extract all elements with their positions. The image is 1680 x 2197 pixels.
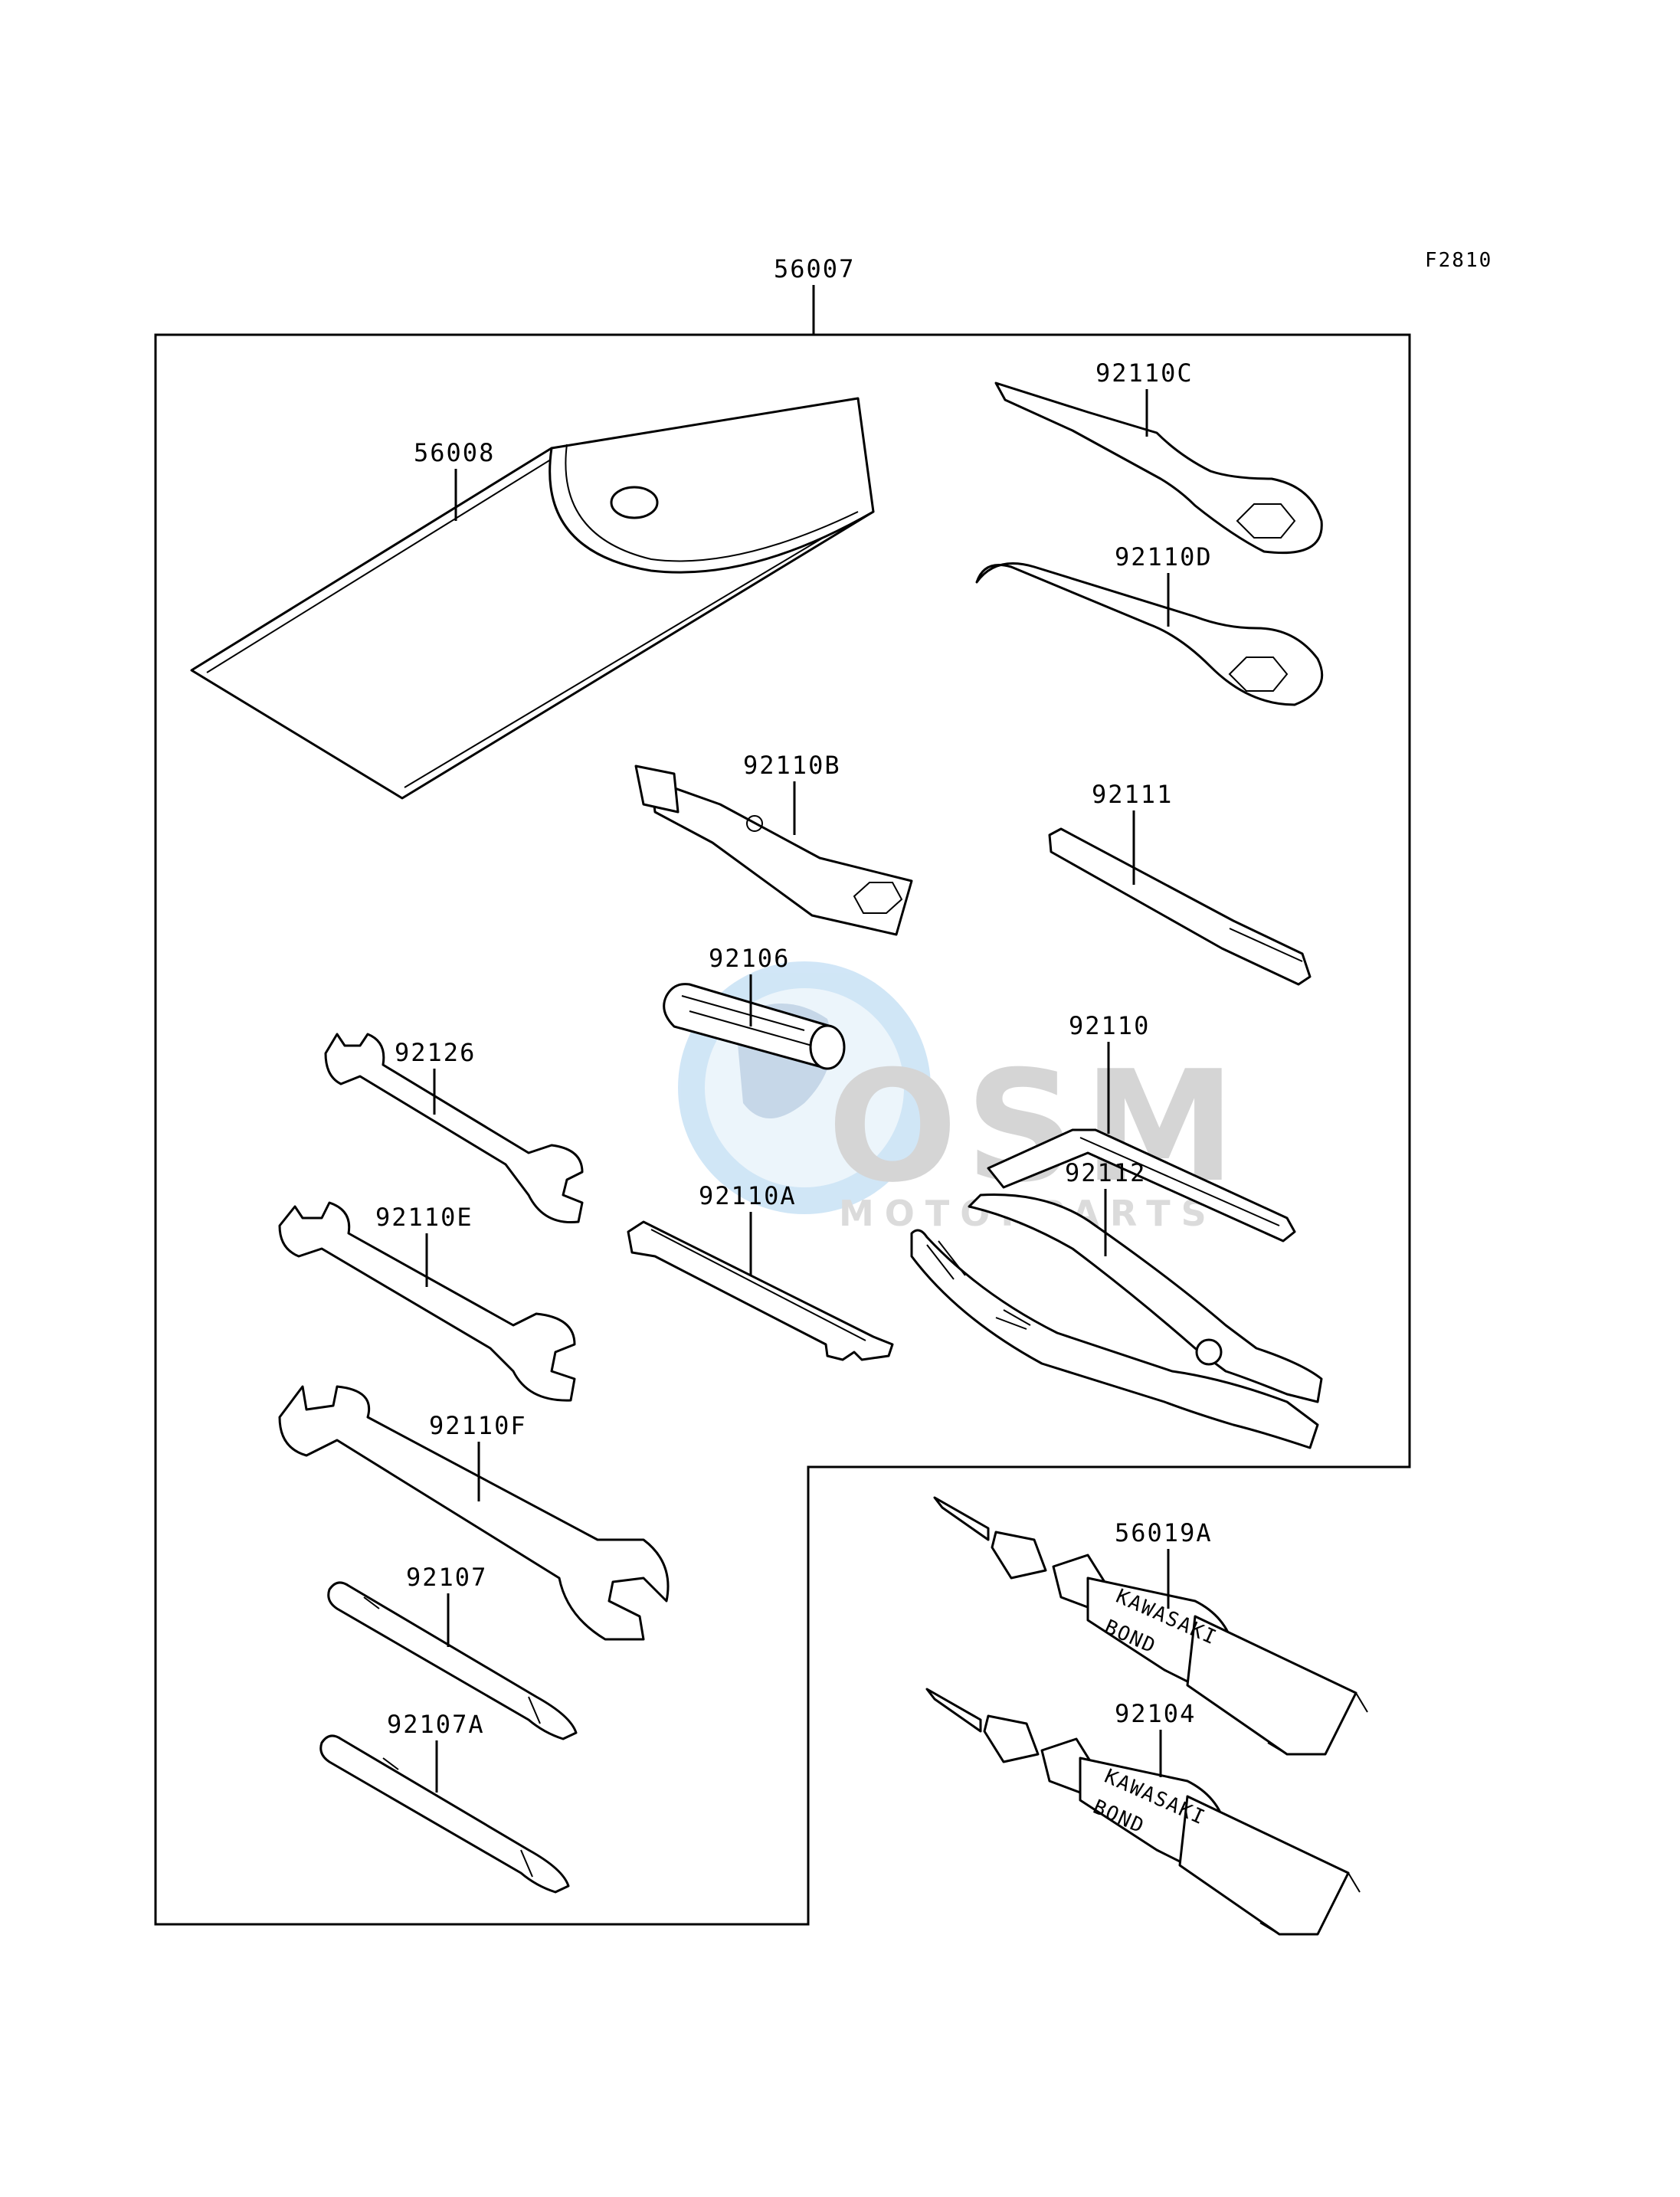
ring-wrench-d <box>975 562 1324 706</box>
plug-wrench <box>634 765 913 936</box>
label-screwdriver-a: 92107A <box>387 1710 485 1739</box>
label-bond: 92104 <box>1115 1699 1196 1728</box>
pliers <box>910 1193 1323 1449</box>
label-spanner-a: 92110A <box>699 1181 797 1210</box>
screwdriver-a <box>319 1734 570 1894</box>
label-kit: 56007 <box>774 254 855 283</box>
tool-pouch <box>190 397 875 800</box>
label-plug-wrench: 92110B <box>743 751 841 780</box>
label-screwdriver: 92107 <box>406 1563 487 1592</box>
label-wrench-f: 92110F <box>429 1411 527 1440</box>
ring-wrench-c <box>994 381 1323 555</box>
label-wrench-e: 92110E <box>375 1203 473 1232</box>
label-bond-a: 56019A <box>1115 1518 1213 1547</box>
label-pouch: 56008 <box>414 438 495 467</box>
handle-bar <box>1048 827 1312 986</box>
label-socket-tool: 92106 <box>709 944 790 973</box>
bond-tube-a: KAWASAKI BOND <box>933 1496 1368 1756</box>
label-ring-wrench-d: 92110D <box>1115 542 1213 571</box>
wrench-e <box>278 1201 576 1402</box>
hex-key <box>987 1128 1296 1243</box>
label-wrench-126: 92126 <box>395 1038 476 1067</box>
label-handle-bar: 92111 <box>1092 780 1173 809</box>
label-ring-wrench-c: 92110C <box>1095 359 1194 388</box>
label-hex-key: 92110 <box>1069 1011 1150 1040</box>
screwdriver <box>327 1581 578 1740</box>
kit-frame <box>154 333 1411 1926</box>
spanner-a <box>627 1220 894 1361</box>
figure-id: F2810 <box>1425 249 1492 272</box>
bond-tube: KAWASAKI BOND <box>925 1688 1361 1936</box>
wrench-126 <box>324 1033 584 1224</box>
label-pliers: 92112 <box>1065 1158 1146 1187</box>
wrench-f <box>278 1385 670 1641</box>
